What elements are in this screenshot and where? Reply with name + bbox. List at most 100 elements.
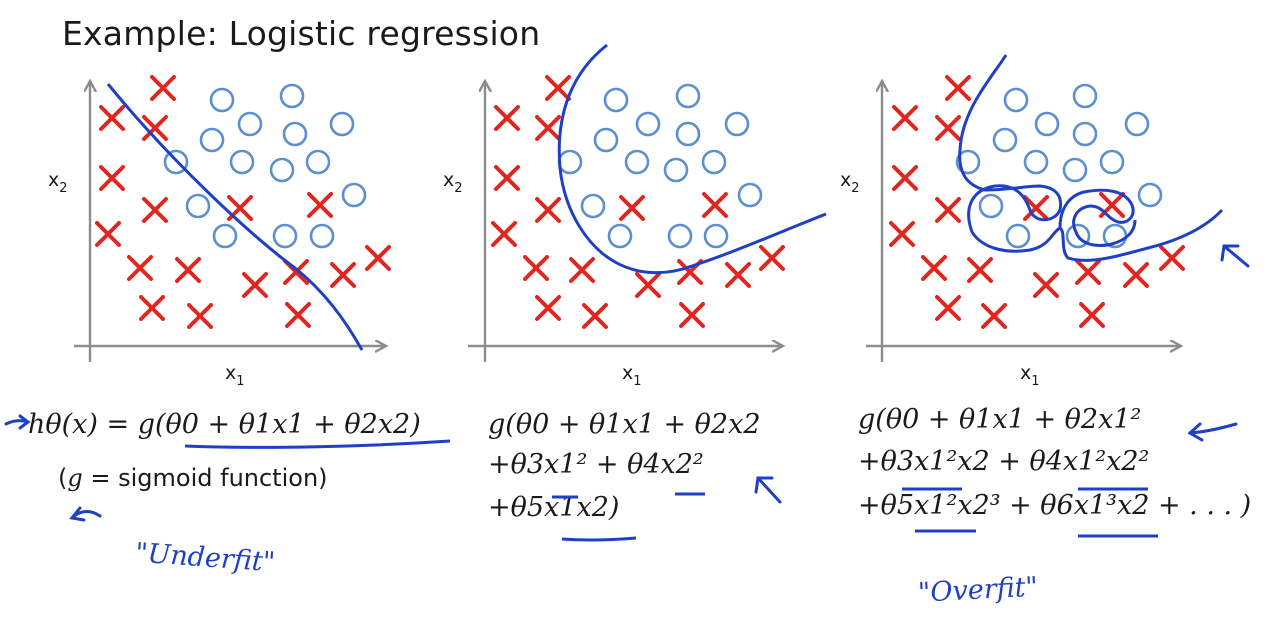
circle-icon: [580, 193, 606, 219]
circle-icon: [663, 157, 689, 183]
y-axis-label: x2: [840, 169, 860, 196]
cross-icon: [1079, 302, 1105, 328]
cross-icon: [242, 272, 268, 298]
panel-just-right-axes: [468, 82, 782, 362]
cross-icon: [725, 262, 751, 288]
y-axis-label: x2: [443, 169, 463, 196]
circle-icon: [703, 223, 729, 249]
circle-icon: [955, 149, 981, 175]
circle-icon: [282, 121, 308, 147]
cross-icon: [935, 295, 961, 321]
circle-icon: [978, 193, 1004, 219]
cross-icon: [545, 75, 571, 101]
arrow-icon: [1220, 244, 1250, 268]
cross-icon: [759, 245, 785, 271]
circle-icon: [212, 223, 238, 249]
circle-icon: [329, 111, 355, 137]
cross-icon: [330, 262, 356, 288]
circle-icon: [624, 149, 650, 175]
x-axis-label: x1: [622, 362, 642, 389]
cross-icon: [1159, 245, 1185, 271]
cross-icon: [535, 197, 561, 223]
cross-icon: [127, 255, 153, 281]
circle-icon: [341, 182, 367, 208]
x-axis-label: x1: [225, 362, 245, 389]
y-axis-label: x2: [48, 169, 68, 196]
circle-icon: [1023, 149, 1049, 175]
circle-icon: [1005, 223, 1031, 249]
cross-icon: [365, 245, 391, 271]
circle-icon: [229, 149, 255, 175]
circle-icon: [269, 157, 295, 183]
panel-underfit-points: [95, 75, 391, 329]
cross-icon: [150, 75, 176, 101]
circle-icon: [1137, 182, 1163, 208]
cross-icon: [494, 165, 520, 191]
decision-boundary-wiggly: [958, 54, 1224, 262]
equation-underline: [561, 536, 637, 542]
cross-icon: [921, 255, 947, 281]
circle-icon: [305, 149, 331, 175]
hypothesis-equation: hθ(x) = g(θ0 + θ1x1 + θ2x2): [28, 409, 421, 440]
cross-icon: [535, 115, 561, 141]
arrow-icon: [4, 414, 31, 430]
circle-icon: [607, 223, 633, 249]
equation-line-2: +θ3x1²x2 + θ4x1²x2²: [858, 446, 1149, 477]
circle-icon: [675, 121, 701, 147]
cross-icon: [967, 257, 993, 283]
cross-icon: [935, 197, 961, 223]
equation-line-2: +θ3x1² + θ4x2²: [488, 449, 704, 480]
circle-icon: [1072, 121, 1098, 147]
cross-icon: [1123, 262, 1149, 288]
equation-underline: [184, 439, 451, 449]
arrow-icon: [754, 476, 782, 504]
circle-icon: [593, 127, 619, 153]
circle-icon: [1099, 149, 1125, 175]
cross-icon: [582, 303, 608, 329]
overfit-annotation: "Overfit": [917, 572, 1038, 609]
equation-line-1: g(θ0 + θ1x1 + θ2x2: [488, 409, 761, 440]
equation-line-3: +θ5x1²x2³ + θ6x1³x2 + . . . ): [858, 490, 1251, 521]
decision-boundary-curve: [557, 43, 827, 275]
cross-icon: [981, 303, 1007, 329]
circle-icon: [1062, 157, 1088, 183]
cross-icon: [702, 192, 728, 218]
circle-icon: [675, 83, 701, 109]
panel-overfit-axes: [866, 82, 1180, 362]
circle-icon: [724, 111, 750, 137]
cross-icon: [892, 105, 918, 131]
cross-icon: [139, 295, 165, 321]
arrow-icon: [69, 506, 102, 522]
x-axis-label: x1: [1020, 362, 1040, 389]
panel-overfit-points: [889, 75, 1185, 329]
cross-icon: [307, 192, 333, 218]
cross-icon: [142, 115, 168, 141]
circle-icon: [199, 127, 225, 153]
circle-icon: [163, 149, 189, 175]
cross-icon: [945, 75, 971, 101]
cross-icon: [494, 105, 520, 131]
cross-icon: [679, 302, 705, 328]
circle-icon: [1034, 111, 1060, 137]
cross-icon: [892, 165, 918, 191]
sigmoid-note: (g = sigmoid function): [58, 464, 328, 492]
cross-icon: [619, 195, 645, 221]
cross-icon: [99, 165, 125, 191]
underfit-annotation: "Underfit": [134, 538, 276, 579]
cross-icon: [1023, 195, 1049, 221]
slide-title: Example: Logistic regression: [62, 14, 541, 53]
circle-icon: [1124, 111, 1150, 137]
cross-icon: [635, 272, 661, 298]
circle-icon: [603, 87, 629, 113]
circle-icon: [209, 87, 235, 113]
circle-icon: [272, 223, 298, 249]
circle-icon: [309, 223, 335, 249]
circle-icon: [185, 193, 211, 219]
circle-icon: [701, 149, 727, 175]
cross-icon: [175, 257, 201, 283]
cross-icon: [569, 257, 595, 283]
cross-icon: [889, 221, 915, 247]
cross-icon: [535, 295, 561, 321]
circle-icon: [1065, 223, 1091, 249]
